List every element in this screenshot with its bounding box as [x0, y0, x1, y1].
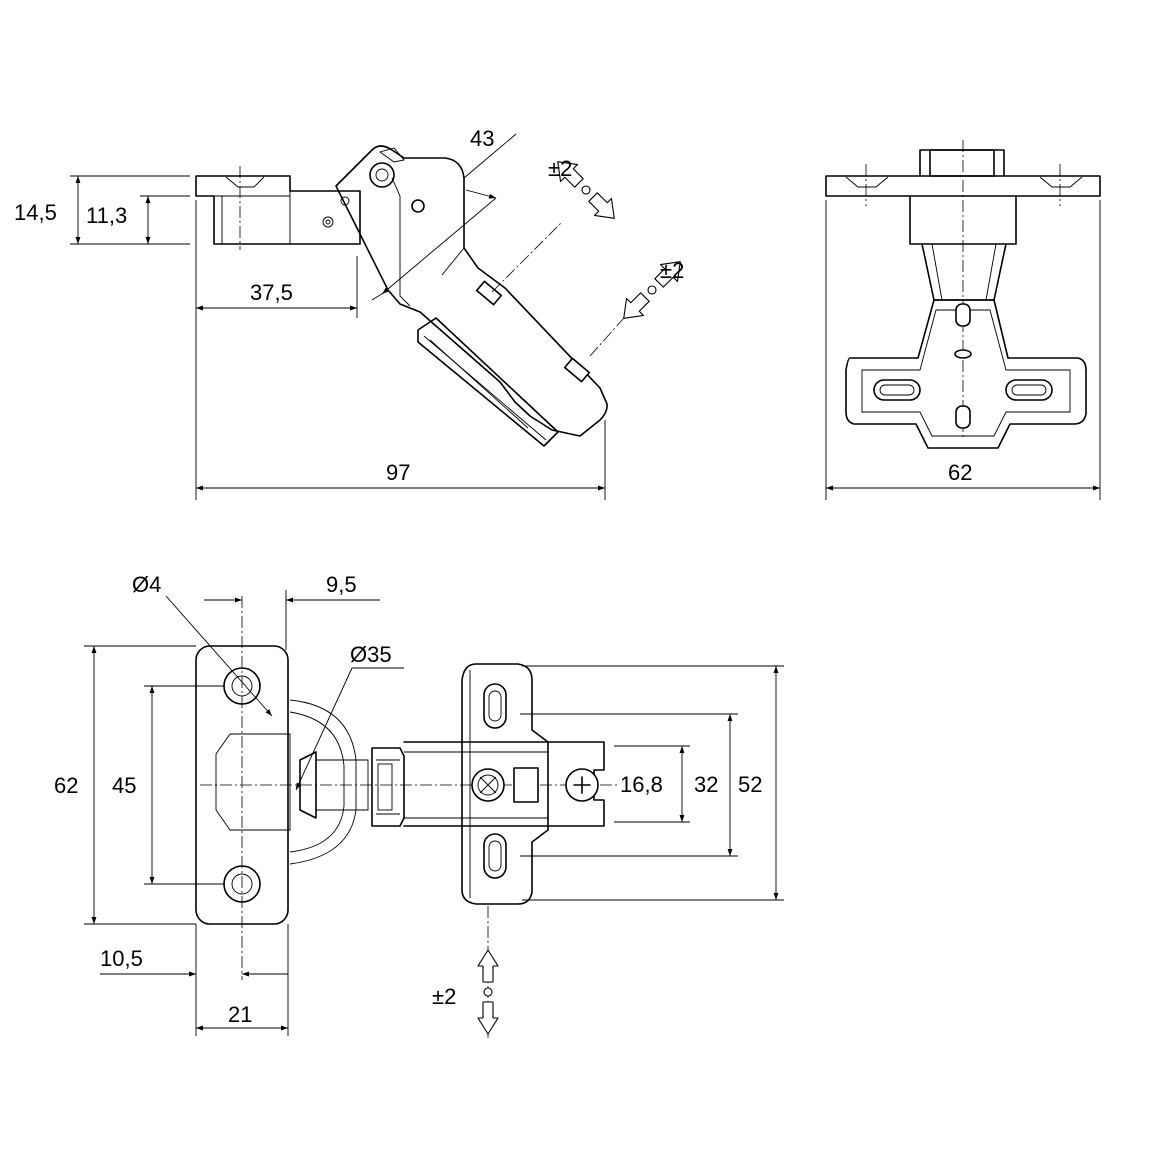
dim-overall-length: 97: [386, 460, 410, 485]
dim-slot-spacing: 32: [694, 772, 718, 797]
dim-edge-to-hole: 10,5: [100, 946, 143, 971]
dim-hole-offset: 9,5: [326, 572, 357, 597]
dim-cup-diameter: Ø35: [350, 642, 392, 667]
screw-icon: [565, 768, 599, 802]
adjust-label-depth: ±2: [432, 984, 456, 1009]
dim-hole-spacing: 45: [112, 773, 136, 798]
double-arrow-icon: [477, 949, 499, 1035]
double-arrow-icon: [557, 161, 615, 219]
dim-end-width: 62: [948, 460, 972, 485]
end-view: 62: [825, 140, 1101, 500]
mounting-plate-top: [461, 663, 549, 905]
dim-plate-height: 11,3: [86, 203, 127, 228]
dim-total-height: 14,5: [14, 200, 57, 225]
dim-hole-diameter: Ø4: [132, 572, 161, 597]
dim-cup-offset: 37,5: [250, 280, 293, 305]
double-arrow-icon: [623, 261, 681, 319]
screw-icon: [471, 768, 505, 802]
side-view: 14,5 11,3 37,5 97 43 ±2 ±2: [14, 126, 684, 500]
hinge-cup: [195, 175, 361, 245]
mounting-plate: [417, 317, 559, 447]
top-view: Ø4 9,5 Ø35 62 45 10,5 21 16,8: [54, 572, 784, 1040]
dim-arm-length: 43: [470, 126, 494, 151]
adjust-label-upper: ±2: [548, 156, 572, 181]
dim-plate-width: 21: [228, 1002, 252, 1027]
dim-slot-width: 16,8: [620, 772, 663, 797]
adjust-label-lower: ±2: [660, 258, 684, 283]
dim-mounting-length: 52: [738, 772, 762, 797]
dim-plate-length: 62: [54, 773, 78, 798]
